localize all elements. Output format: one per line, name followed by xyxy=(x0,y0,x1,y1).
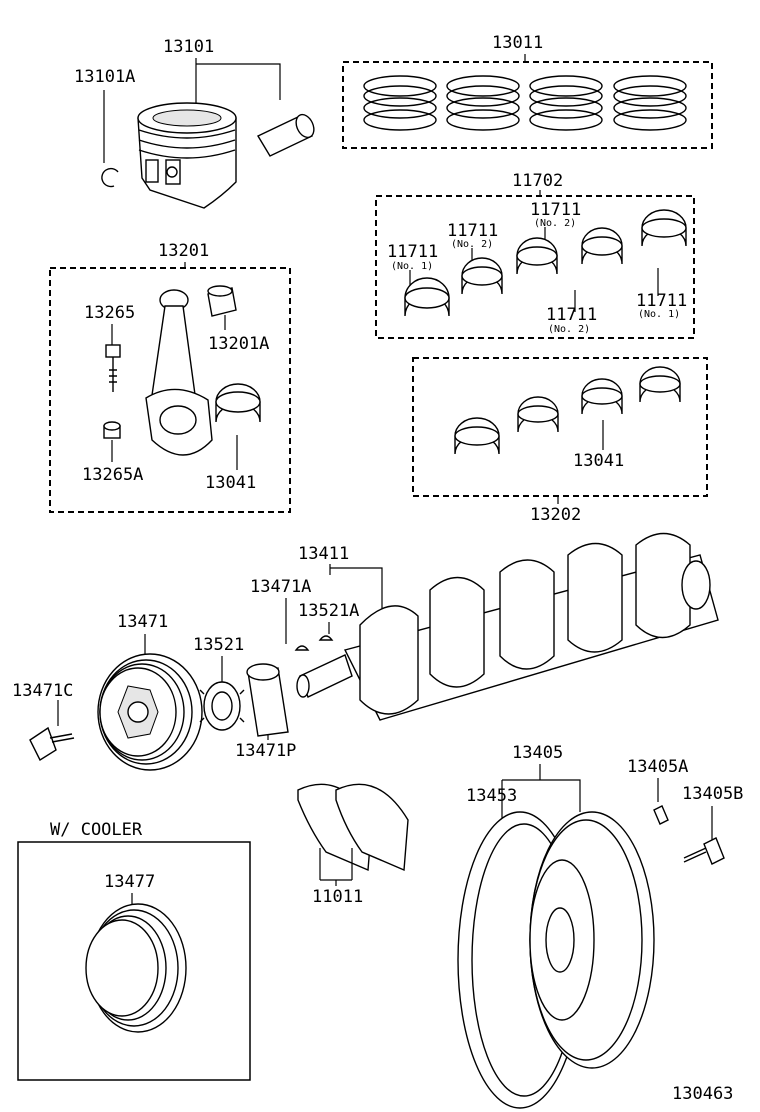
rod-bearing-shell-4 xyxy=(639,366,681,403)
label-rod-bolt: 13265 xyxy=(84,303,135,323)
thrust-washer-group: 11011 xyxy=(297,783,409,907)
leader-piston-set xyxy=(195,58,281,110)
leaders-crankshaft xyxy=(285,564,383,644)
connecting-rod-group: 13201 13265 13201A 13265A 13041 xyxy=(49,241,291,513)
crank-pulley-drawing xyxy=(97,653,203,771)
label-cooler-heading: W/ COOLER xyxy=(50,820,143,840)
bearing-shell-4 xyxy=(581,227,623,265)
ring-stack-1 xyxy=(363,75,437,131)
label-bearing-e: 11711 xyxy=(636,291,687,311)
bearing-shell-2 xyxy=(461,257,503,295)
label-flywheel-pin: 13405A xyxy=(627,757,688,777)
label-bearing-d-note: (No. 2) xyxy=(548,324,590,335)
pulley-spacer-drawing xyxy=(246,663,289,737)
label-bearing-a-note: (No. 1) xyxy=(391,261,433,272)
label-pulley-spacer: 13471P xyxy=(235,741,296,761)
bearing-shell-5 xyxy=(641,209,687,247)
ring-stack-4 xyxy=(613,75,687,131)
label-bearing-c: 11711 xyxy=(530,200,581,220)
ring-stack-2 xyxy=(446,75,520,131)
label-rod-bushing: 13201A xyxy=(208,334,269,354)
label-flywheel: 13405 xyxy=(512,743,563,763)
label-rod-bearing: 13041 xyxy=(205,473,256,493)
label-bearing-a: 11711 xyxy=(387,242,438,262)
cooler-frame xyxy=(17,841,251,1081)
flywheel-pin-drawing xyxy=(653,805,669,825)
label-cooler-pulley: 13477 xyxy=(104,872,155,892)
flywheel-bolt-drawing xyxy=(683,837,725,865)
piston-drawing xyxy=(137,102,237,209)
rod-bearing-shell-1 xyxy=(454,417,500,455)
leaders-crank-pulley xyxy=(57,634,269,740)
piston-group: 13101 13101A xyxy=(74,37,315,209)
main-bearing-set: 11702 11711 (No. 1) 11711 (No. 2) 11711 … xyxy=(375,171,695,339)
rod-bolt-drawing xyxy=(105,344,121,392)
label-rod-nut: 13265A xyxy=(82,465,143,485)
label-bearing-d: 11711 xyxy=(546,305,597,325)
label-crank-timing-pulley: 13521 xyxy=(193,635,244,655)
flywheel-group: 13405 13453 13405A 13405B xyxy=(457,743,743,1109)
leaders-flywheel xyxy=(501,764,713,842)
ring-stack-3 xyxy=(529,75,603,131)
cooler-group: W/ COOLER 13477 xyxy=(17,820,251,1081)
cooler-pulley-drawing xyxy=(85,903,187,1033)
rod-bearing-shell-2 xyxy=(517,396,559,433)
crank-timing-pulley-drawing xyxy=(199,681,245,731)
label-bearing-c-note: (No. 2) xyxy=(534,218,576,229)
rod-bearing-set-box xyxy=(412,357,708,497)
piston-ring-set-box xyxy=(342,61,713,149)
label-rod-bearing-set: 13202 xyxy=(530,505,581,525)
label-rod-bearing-set-part: 13041 xyxy=(573,451,624,471)
label-bearing-e-note: (No. 1) xyxy=(638,309,680,320)
snap-ring-drawing xyxy=(101,167,119,188)
label-flywheel-bolt: 13405B xyxy=(682,784,743,804)
rod-bushing-drawing xyxy=(207,285,237,317)
crank-pulley-group: 13471 13521 13471C 13471P xyxy=(12,612,296,771)
label-piston-set: 13101 xyxy=(163,37,214,57)
leaders-bearings xyxy=(409,227,659,312)
flywheel-drawing xyxy=(529,811,655,1069)
label-bearing-set: 11702 xyxy=(512,171,563,191)
rod-bearing-drawing xyxy=(215,383,261,423)
rod-bearing-shell-3 xyxy=(581,378,623,415)
piston-ring-set: 13011 xyxy=(342,33,713,149)
label-bearing-b: 11711 xyxy=(447,221,498,241)
rod-bearing-set: 13041 13202 xyxy=(412,357,708,525)
label-bearing-b-note: (No. 2) xyxy=(451,239,493,250)
label-piston-pin-snap-ring: 13101A xyxy=(74,67,135,87)
bearing-shell-3 xyxy=(516,237,558,275)
label-pulley-bolt: 13471C xyxy=(12,681,73,701)
connecting-rod-box xyxy=(49,267,291,513)
figure-number: 130463 xyxy=(672,1084,733,1104)
pulley-bolt-drawing xyxy=(29,726,75,762)
leader-thrust-washer xyxy=(319,848,353,886)
bearing-shell-1 xyxy=(404,277,450,317)
woodruff-key-a-drawing xyxy=(294,645,310,651)
label-crank-pulley: 13471 xyxy=(117,612,168,632)
crankshaft-drawing xyxy=(296,532,719,721)
label-crankshaft-group: 13411 xyxy=(298,544,349,564)
woodruff-key-b-drawing xyxy=(318,635,334,641)
label-key-a: 13471A xyxy=(250,577,311,597)
label-key-b: 13521A xyxy=(298,601,359,621)
label-connecting-rod-assy: 13201 xyxy=(158,241,209,261)
label-piston-ring-set: 13011 xyxy=(492,33,543,53)
leaders-rod xyxy=(111,315,238,470)
thrust-washer-drawing xyxy=(297,783,409,872)
connecting-rod-drawing xyxy=(145,289,213,456)
label-ring-gear: 13453 xyxy=(466,786,517,806)
rod-nut-drawing xyxy=(103,421,121,439)
crankshaft-group: 13411 13471A 13521A xyxy=(250,532,719,721)
label-thrust-washer: 11011 xyxy=(312,887,363,907)
piston-pin-drawing xyxy=(257,113,315,157)
